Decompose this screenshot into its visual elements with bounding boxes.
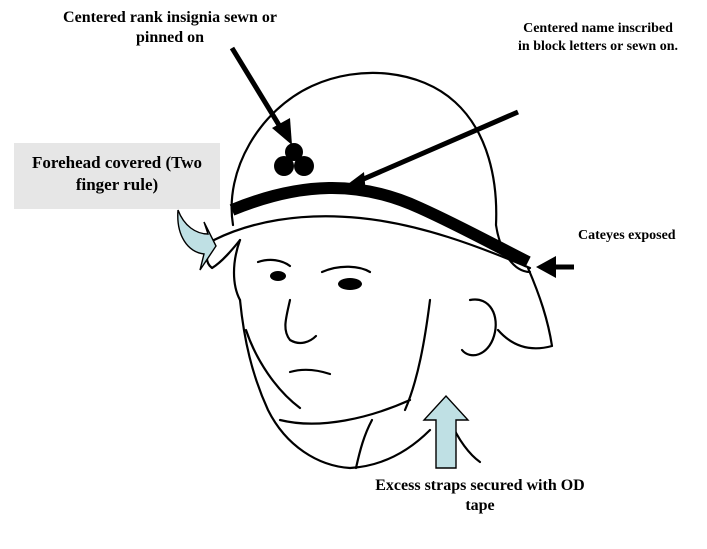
strap-line [405, 300, 430, 410]
face-outline [240, 300, 430, 468]
arrow-rank [232, 48, 292, 145]
arrow-cateyes [536, 256, 574, 278]
arrow-name [340, 112, 518, 194]
left-eyebrow [258, 260, 290, 266]
name-band [232, 188, 528, 262]
label-excess-straps: Excess straps secured with OD tape [370, 476, 590, 517]
right-eye [338, 278, 362, 290]
rank-insignia [274, 143, 314, 176]
helmet-illustration [207, 73, 552, 468]
helmet-rear-flare [498, 268, 552, 348]
arrow-forehead [178, 210, 216, 270]
right-eyebrow [322, 267, 370, 272]
neck-line [356, 420, 372, 468]
label-forehead-covered: Forehead covered (Two finger rule) [14, 143, 220, 209]
left-eye [270, 271, 286, 281]
ear-outline [462, 299, 496, 355]
helmet-left-side-line [234, 240, 240, 300]
nose-line [285, 300, 316, 343]
label-centered-name: Centered name inscribed in block letters… [518, 20, 678, 56]
mouth-line [290, 370, 330, 374]
arrow-straps [424, 396, 468, 468]
chin-strap [280, 400, 410, 424]
label-rank-insignia: Centered rank insignia sewn or pinned on [40, 8, 300, 49]
label-cateyes-exposed: Cateyes exposed [578, 227, 676, 245]
